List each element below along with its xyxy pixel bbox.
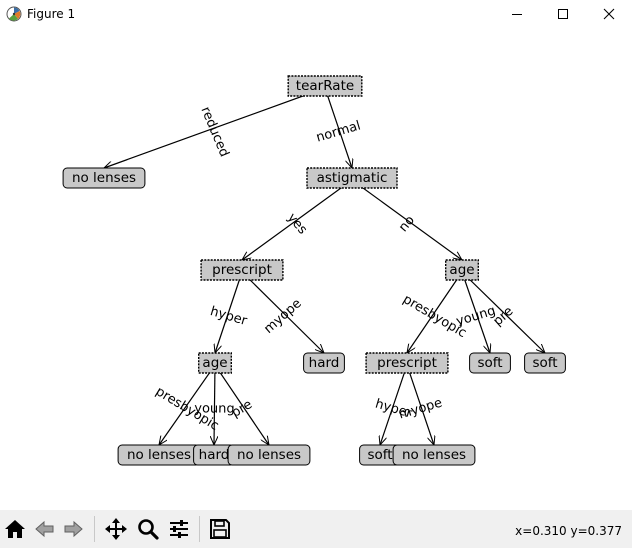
leaf-node: soft xyxy=(469,352,511,374)
leaf-node: no lenses xyxy=(227,444,311,466)
edge-arrow-pre xyxy=(214,364,269,445)
edge-arrow-pre xyxy=(461,271,545,353)
minimize-icon xyxy=(512,14,522,15)
close-icon xyxy=(603,8,615,20)
decision-node-box xyxy=(365,352,449,374)
edge-arrow-yes xyxy=(242,179,353,260)
home-button[interactable] xyxy=(0,514,30,544)
edge-arrow-young xyxy=(461,271,490,353)
save-icon xyxy=(210,519,230,539)
decision-node-box xyxy=(287,75,363,97)
title-bar: Figure 1 xyxy=(0,0,632,28)
node-label: soft xyxy=(532,355,557,371)
back-arrow-icon xyxy=(35,520,54,538)
node-label: no lenses xyxy=(72,170,136,186)
node-label: hard xyxy=(309,355,340,371)
edge-arrow-myope xyxy=(406,364,434,445)
maximize-button[interactable] xyxy=(540,0,586,28)
leaf-node-box xyxy=(469,352,511,374)
edge-label-no: no xyxy=(396,213,418,235)
edge-label-myope: myope xyxy=(397,396,444,423)
edge-arrow-presbyopic xyxy=(407,271,463,353)
zoom-button[interactable] xyxy=(133,514,163,544)
zoom-icon xyxy=(138,519,159,540)
edge-arrow-reduced xyxy=(104,87,326,168)
edge-label-young: young xyxy=(194,401,235,416)
leaf-node-box xyxy=(303,352,345,374)
node-label: prescript xyxy=(212,262,272,278)
decision-node: tearRate xyxy=(287,75,363,97)
node-label: no lenses xyxy=(402,447,466,463)
edge-arrow-hyper xyxy=(380,364,408,445)
configure-subplots-button[interactable] xyxy=(164,514,194,544)
node-label: age xyxy=(202,355,227,371)
back-button[interactable] xyxy=(30,514,60,544)
node-label: age xyxy=(449,262,474,278)
leaf-node-box xyxy=(524,352,566,374)
matplotlib-logo-icon xyxy=(6,6,22,22)
edge-label-pre: pre xyxy=(229,397,255,421)
toolbar-separator xyxy=(94,516,95,542)
leaf-node: hard xyxy=(193,444,235,466)
pan-icon xyxy=(105,518,127,540)
leaf-node: no lenses xyxy=(392,444,476,466)
leaf-node-box xyxy=(392,444,476,466)
home-icon xyxy=(5,520,25,538)
edge-arrow-hyper xyxy=(215,271,243,353)
close-button[interactable] xyxy=(586,0,632,28)
node-label: no lenses xyxy=(237,447,301,463)
node-label: soft xyxy=(477,355,502,371)
edge-label-normal: normal xyxy=(315,118,363,145)
leaf-node: no lenses xyxy=(117,444,201,466)
edge-arrow-myope xyxy=(241,271,324,353)
decision-node: astigmatic xyxy=(306,167,398,189)
decision-node: prescript xyxy=(365,352,449,374)
navigation-toolbar: x=0.310 y=0.377 xyxy=(0,510,632,548)
leaf-node-box xyxy=(62,167,146,189)
edge-arrow-young xyxy=(214,364,215,445)
configure-subplots-icon xyxy=(170,520,188,538)
save-button[interactable] xyxy=(205,514,235,544)
edge-arrow-no xyxy=(351,179,462,260)
pan-button[interactable] xyxy=(101,514,131,544)
node-label: prescript xyxy=(377,355,437,371)
edge-arrow-normal xyxy=(324,87,352,168)
forward-button[interactable] xyxy=(58,514,88,544)
decision-node-box xyxy=(197,352,232,374)
cursor-coordinates: x=0.310 y=0.377 xyxy=(515,524,622,538)
node-label: astigmatic xyxy=(317,170,388,186)
leaf-node: soft xyxy=(524,352,566,374)
maximize-icon xyxy=(558,9,568,19)
decision-node-box xyxy=(306,167,398,189)
decision-node-box xyxy=(445,259,480,281)
decision-node: prescript xyxy=(200,259,284,281)
decision-node-box xyxy=(200,259,284,281)
node-label: soft xyxy=(367,447,392,463)
node-label: hard xyxy=(199,447,230,463)
edge-label-hyper: hyper xyxy=(208,304,249,329)
leaf-node-box xyxy=(227,444,311,466)
edge-label-myope: myope xyxy=(261,296,304,337)
edge-arrow-presbyopic xyxy=(159,364,216,445)
leaf-node: soft xyxy=(359,444,401,466)
minimize-button[interactable] xyxy=(494,0,540,28)
leaf-node: no lenses xyxy=(62,167,146,189)
edge-label-pre: pre xyxy=(491,304,517,329)
node-label: no lenses xyxy=(127,447,191,463)
node-label: tearRate xyxy=(296,78,354,94)
toolbar-separator xyxy=(199,516,200,542)
forward-arrow-icon xyxy=(64,520,83,538)
decision-node: age xyxy=(197,352,232,374)
edge-label-yes: yes xyxy=(284,211,310,238)
window-title: Figure 1 xyxy=(27,7,76,21)
decision-node: age xyxy=(445,259,480,281)
leaf-node: hard xyxy=(303,352,345,374)
